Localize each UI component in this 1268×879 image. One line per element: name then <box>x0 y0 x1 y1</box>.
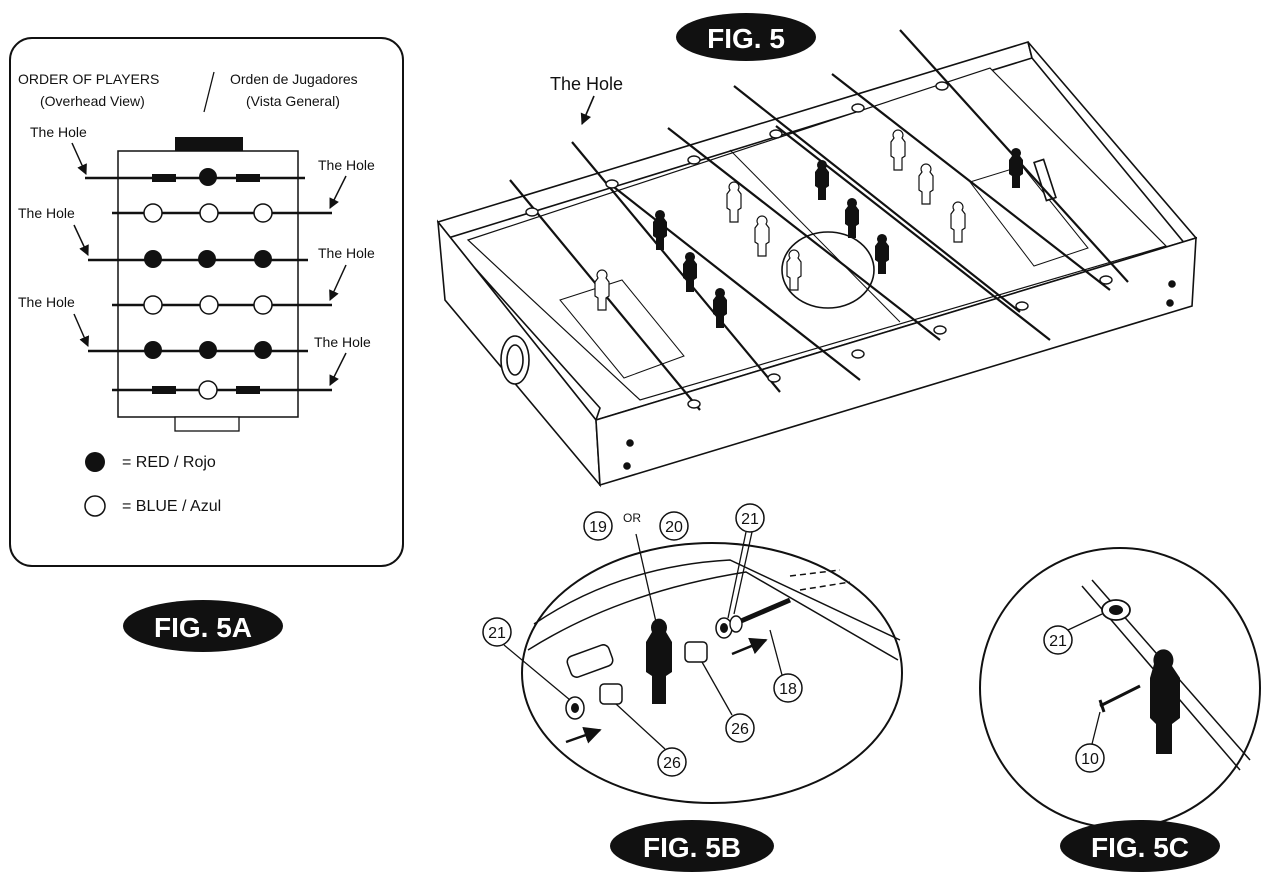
callout-21: 21 <box>488 625 506 642</box>
callout-21: 21 <box>741 511 759 528</box>
hole-label: The Hole <box>30 124 87 140</box>
heading-es: Orden de Jugadores <box>230 71 358 87</box>
insert-arrow-right <box>731 637 768 656</box>
callout-20: 20 <box>665 519 683 536</box>
field-outline <box>117 150 299 418</box>
fig5a-title: FIG. 5A <box>154 612 252 643</box>
hole-label: The Hole <box>318 157 375 173</box>
fig5b-title: FIG. 5B <box>643 832 741 863</box>
foosball-table <box>436 40 1198 488</box>
hole-label: The Hole <box>318 245 375 261</box>
hole-label: The Hole <box>18 294 75 310</box>
sub-es: (Vista General) <box>246 93 340 109</box>
callout-26: 26 <box>663 755 681 772</box>
callout-10: 10 <box>1081 751 1099 768</box>
callout-26: 26 <box>731 721 749 738</box>
rod-row-4 <box>112 295 332 315</box>
sub-en: (Overhead View) <box>40 93 145 109</box>
fig5-hole-label: The Hole <box>550 74 623 94</box>
rod-row-3 <box>88 250 308 268</box>
rod-row-2 <box>112 203 332 223</box>
hole-arrow <box>580 95 595 126</box>
rod-row-6 <box>112 380 332 400</box>
hole-label: The Hole <box>18 205 75 221</box>
fig5b-detail: 19 OR 20 21 21 26 26 18 <box>482 503 903 804</box>
screw-10 <box>1099 684 1141 708</box>
fig5a-badge: FIG. 5A <box>123 600 283 652</box>
fig5c-detail: 21 10 <box>979 547 1261 829</box>
rod-18 <box>733 597 791 627</box>
goal-bottom <box>174 416 240 432</box>
fig5c-title: FIG. 5C <box>1091 832 1189 863</box>
bushing-26-right <box>684 641 708 663</box>
heading-en: ORDER OF PLAYERS <box>18 71 159 87</box>
hole-label: The Hole <box>314 334 371 350</box>
bushing-26-left <box>599 683 623 705</box>
legend-blue-swatch <box>84 495 106 517</box>
player-figure <box>1150 649 1180 754</box>
legend-red: = RED / Rojo <box>122 454 216 471</box>
heading-slash <box>203 71 215 113</box>
rod-handles <box>525 81 1113 409</box>
insert-arrow-left <box>565 726 602 744</box>
callout-21: 21 <box>1049 633 1067 650</box>
rod-row-5 <box>88 341 308 359</box>
callout-18: 18 <box>779 681 797 698</box>
callout-19: 19 <box>589 519 607 536</box>
fig5-badge: FIG. 5 <box>676 13 816 61</box>
legend-blue: = BLUE / Azul <box>122 498 221 515</box>
fig5b-circle <box>521 542 903 804</box>
fig5b-badge: FIG. 5B <box>610 820 774 872</box>
legend-red-swatch <box>85 452 105 472</box>
fig5-title: FIG. 5 <box>707 23 785 54</box>
callout-or: OR <box>623 511 641 525</box>
player-figure <box>646 618 672 704</box>
fig5a-panel: ORDER OF PLAYERS Orden de Jugadores (Ove… <box>9 37 404 567</box>
fig5c-badge: FIG. 5C <box>1060 820 1220 872</box>
rods <box>509 29 1129 411</box>
fig5c-circle <box>979 547 1261 829</box>
goal-top <box>175 137 243 151</box>
rod-row-1 <box>85 168 305 186</box>
